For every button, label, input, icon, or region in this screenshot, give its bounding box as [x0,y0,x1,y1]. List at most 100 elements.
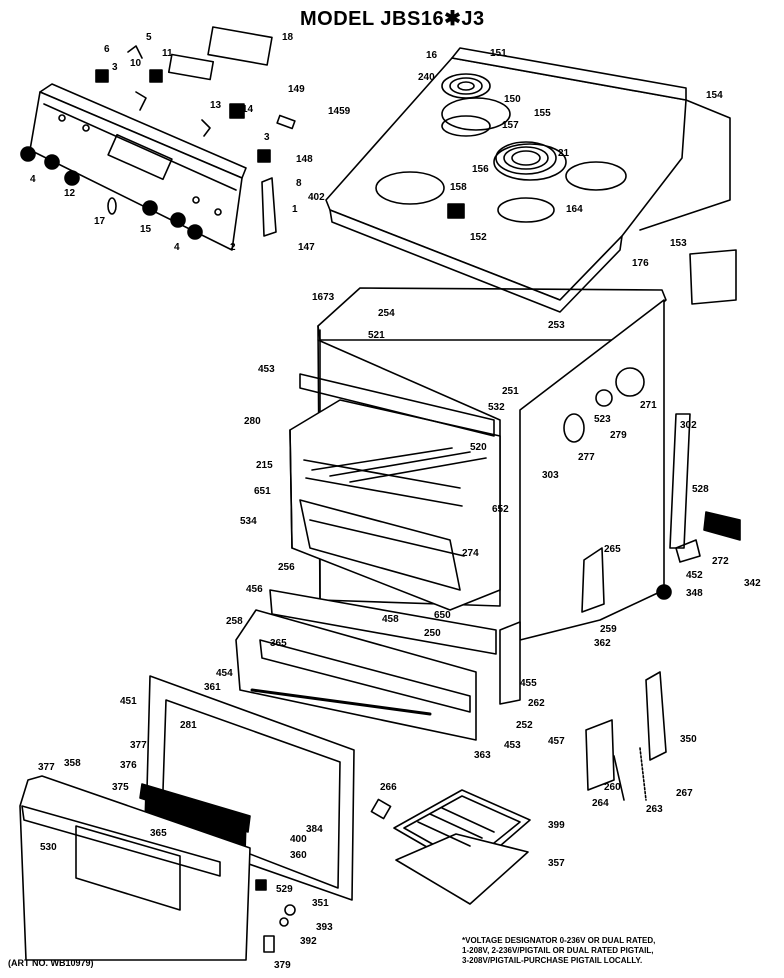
cooktop [325,47,687,313]
part-number-callout: 302 [680,420,697,431]
part-number-callout: 272 [712,556,729,567]
side-trim [639,99,731,231]
part-number-callout: 375 [112,782,129,793]
part-number-callout: 164 [566,204,583,215]
part-number-callout: 361 [204,682,221,693]
part-number-callout: 280 [244,416,261,427]
part-number-callout: 2 [230,242,236,253]
part-number-callout: 158 [450,182,467,193]
part-number-callout: 363 [474,750,491,761]
wiring-parts [370,367,741,820]
part-number-callout: 1 [292,204,298,215]
part-number-callout: 5 [146,32,152,43]
control-knobs [20,146,203,240]
part-number-callout: 3 [112,62,118,73]
part-number-callout: 451 [120,696,137,707]
part-number-callout: 4 [30,174,36,185]
clock-parts [95,26,296,237]
part-number-callout: 384 [306,824,323,835]
part-number-callout: 528 [692,484,709,495]
art-number: (ART NO. WB10979) [8,958,94,968]
voltage-note: *VOLTAGE DESIGNATOR 0-236V OR DUAL RATED… [462,936,782,966]
part-number-callout: 455 [520,678,537,689]
part-number-callout: 351 [312,898,329,909]
part-number-callout: 150 [504,94,521,105]
part-number-callout: 271 [640,400,657,411]
part-number-callout: 362 [594,638,611,649]
part-number-callout: 157 [502,120,519,131]
part-number-callout: 266 [380,782,397,793]
part-number-callout: 402 [308,192,325,203]
part-number-callout: 1459 [328,106,351,117]
oven-interior [289,373,501,611]
part-number-callout: 264 [592,798,609,809]
part-number-callout: 379 [274,960,291,971]
part-number-callout: 520 [470,442,487,453]
part-number-callout: 651 [254,486,271,497]
part-number-callout: 15 [140,224,152,235]
part-number-callout: 215 [256,460,273,471]
part-number-callout: 251 [502,386,519,397]
part-number-callout: 652 [492,504,509,515]
oven-door [19,609,477,961]
part-number-callout: 258 [226,616,243,627]
part-number-callout: 452 [686,570,703,581]
control-panel [29,83,247,251]
part-number-callout: 259 [600,624,617,635]
part-number-callout: 8 [296,178,302,189]
part-number-callout: 6 [104,44,110,55]
part-number-callout: 156 [472,164,489,175]
part-number-callout: 4 [174,242,180,253]
part-number-callout: 521 [368,330,385,341]
part-number-callout: 358 [64,758,81,769]
part-number-callout: 350 [680,734,697,745]
part-number-callout: 152 [470,232,487,243]
bottom-hardware [255,879,296,953]
voltage-note-line: 3-208V/PIGTAIL-PURCHASE PIGTAIL LOCALLY. [462,956,643,965]
diagram-title: MODEL JBS16✱J3 [300,8,485,30]
surface-units [441,73,557,223]
part-number-callout: 376 [120,760,137,771]
part-number-callout: 400 [290,834,307,845]
part-number-callout: 274 [462,548,479,559]
part-number-callout: 250 [424,628,441,639]
part-number-callout: 11 [162,48,173,59]
part-number-callout: 279 [610,430,627,441]
part-number-callout: 392 [300,936,317,947]
part-number-callout: 154 [706,90,723,101]
part-number-callout: 263 [646,804,663,815]
kick-panel [269,589,497,655]
part-number-callout: 303 [542,470,559,481]
part-number-callout: 17 [94,216,106,227]
part-number-callout: 650 [434,610,451,621]
part-number-callout: 393 [316,922,333,933]
part-number-callout: 3 [264,132,270,143]
part-number-callout: 267 [676,788,693,799]
broiler-pan [393,789,531,905]
part-number-callout: 149 [288,84,305,95]
part-number-callout: 523 [594,414,611,425]
part-number-callout: 253 [548,320,565,331]
part-number-callout: 155 [534,108,551,119]
part-number-callout: 262 [528,698,545,709]
part-number-callout: 534 [240,516,257,527]
part-number-callout: 453 [504,740,521,751]
part-number-callout: 13 [210,100,222,111]
part-number-callout: 377 [130,740,147,751]
part-number-callout: 342 [744,578,761,589]
part-number-callout: 148 [296,154,313,165]
part-number-callout: 365 [150,828,167,839]
part-number-callout: 12 [64,188,76,199]
part-number-callout: 14 [242,104,254,115]
part-number-callout: 529 [276,884,293,895]
part-number-callout: 454 [216,668,233,679]
part-number-callout: 176 [632,258,649,269]
part-number-callout: 147 [298,242,315,253]
part-number-callout: 153 [670,238,687,249]
part-number-callout: 254 [378,308,395,319]
part-number-callout: 281 [180,720,197,731]
part-number-callout: 10 [130,58,142,69]
part-number-callout: 151 [490,48,507,59]
part-number-callout: 357 [548,858,565,869]
